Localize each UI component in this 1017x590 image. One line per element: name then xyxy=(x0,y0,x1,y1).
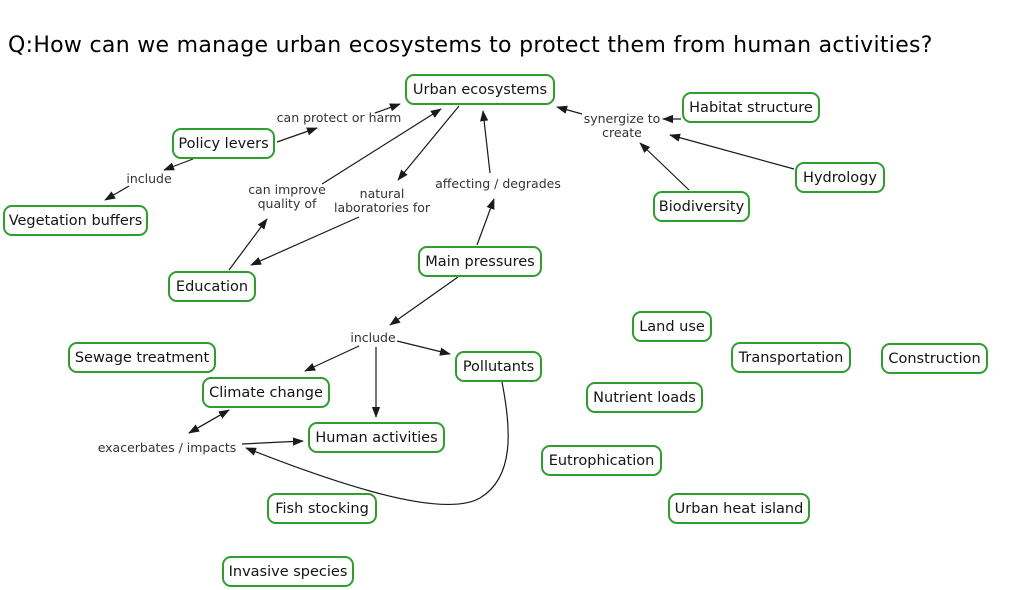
connector-group xyxy=(104,103,795,506)
node-pollutants[interactable]: Pollutants xyxy=(455,351,542,382)
node-label: Main pressures xyxy=(425,253,535,270)
node-biodiversity[interactable]: Biodiversity xyxy=(653,191,750,222)
node-land-use[interactable]: Land use xyxy=(632,311,712,342)
node-label: Land use xyxy=(639,318,705,335)
node-label: Fish stocking xyxy=(275,500,369,517)
node-sewage-treatment[interactable]: Sewage treatment xyxy=(68,342,216,373)
node-invasive-species[interactable]: Invasive species xyxy=(222,556,354,587)
node-policy-levers[interactable]: Policy levers xyxy=(172,128,275,159)
node-hydrology[interactable]: Hydrology xyxy=(795,162,885,193)
page-title: Q:How can we manage urban ecosystems to … xyxy=(8,33,933,58)
node-label: Eutrophication xyxy=(548,452,655,469)
node-label: Policy levers xyxy=(178,135,269,152)
node-education[interactable]: Education xyxy=(168,271,256,302)
node-eutrophication[interactable]: Eutrophication xyxy=(541,445,662,476)
node-label: Climate change xyxy=(209,384,323,401)
node-label: Habitat structure xyxy=(689,99,813,116)
node-label: Nutrient loads xyxy=(593,389,696,406)
node-label: Construction xyxy=(888,350,981,367)
node-label: Invasive species xyxy=(228,563,348,580)
node-label: Human activities xyxy=(315,429,438,446)
node-label: Urban heat island xyxy=(674,500,804,517)
node-fish-stocking[interactable]: Fish stocking xyxy=(267,493,377,524)
linking-phrase-can-protect-or-harm: can protect or harm xyxy=(276,110,402,125)
node-human-activities[interactable]: Human activities xyxy=(308,422,445,453)
node-climate-change[interactable]: Climate change xyxy=(202,377,330,408)
linking-phrase-exacerbates-impacts: exacerbates / impacts xyxy=(97,440,237,455)
node-main-pressures[interactable]: Main pressures xyxy=(418,246,542,277)
node-label: Vegetation buffers xyxy=(8,212,143,229)
node-label: Urban ecosystems xyxy=(412,81,548,98)
node-label: Pollutants xyxy=(462,358,535,375)
node-vegetation-buffers[interactable]: Vegetation buffers xyxy=(3,205,148,236)
node-label: Sewage treatment xyxy=(74,349,210,366)
node-urban-ecosystems[interactable]: Urban ecosystems xyxy=(405,74,555,105)
node-habitat-structure[interactable]: Habitat structure xyxy=(682,92,820,123)
node-label: Hydrology xyxy=(803,169,877,186)
node-nutrient-loads[interactable]: Nutrient loads xyxy=(586,382,703,413)
linking-phrase-affecting-degrades: affecting / degrades xyxy=(435,176,561,191)
node-label: Transportation xyxy=(738,349,844,366)
linking-phrase-include-policy: include xyxy=(126,171,172,186)
node-label: Education xyxy=(175,278,249,295)
node-label: Biodiversity xyxy=(658,198,745,215)
node-urban-heat-island[interactable]: Urban heat island xyxy=(668,493,810,524)
node-transportation[interactable]: Transportation xyxy=(731,342,851,373)
node-construction[interactable]: Construction xyxy=(881,343,988,374)
linking-phrase-include-pressures: include xyxy=(350,330,396,345)
